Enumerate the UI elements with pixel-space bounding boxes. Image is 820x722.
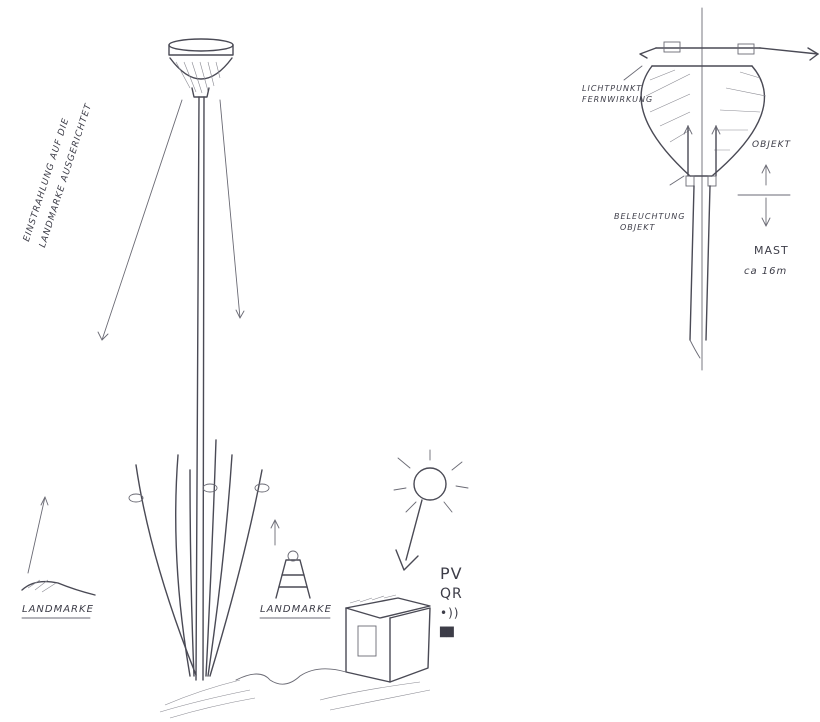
lamp-mast [196, 97, 204, 680]
box-label-battery: ██ [440, 628, 454, 638]
detail-head [640, 8, 818, 370]
height-label: ca 16m [744, 266, 787, 277]
light-label-line1: LICHTPUNKT [582, 84, 642, 93]
lamp-head [169, 39, 233, 97]
object-light-line2: OBJEKT [620, 223, 655, 232]
landmark-left [22, 497, 95, 618]
mast-base-petals [129, 440, 269, 718]
light-rays [98, 100, 244, 340]
box-label-qr: QR [440, 586, 463, 602]
mast-label: MAST [754, 244, 789, 257]
light-label-line2: FERNWIRKUNG [582, 95, 653, 104]
box-label-pv: PV [440, 564, 463, 583]
object-label: OBJEKT [752, 140, 791, 150]
box-label-wifi: •)) [440, 606, 459, 620]
landmark-label-left: LANDMARKE [22, 604, 94, 615]
landmark-label-right: LANDMARKE [260, 604, 332, 615]
sun [394, 450, 468, 570]
object-light-line1: BELEUCHTUNG [614, 212, 685, 221]
